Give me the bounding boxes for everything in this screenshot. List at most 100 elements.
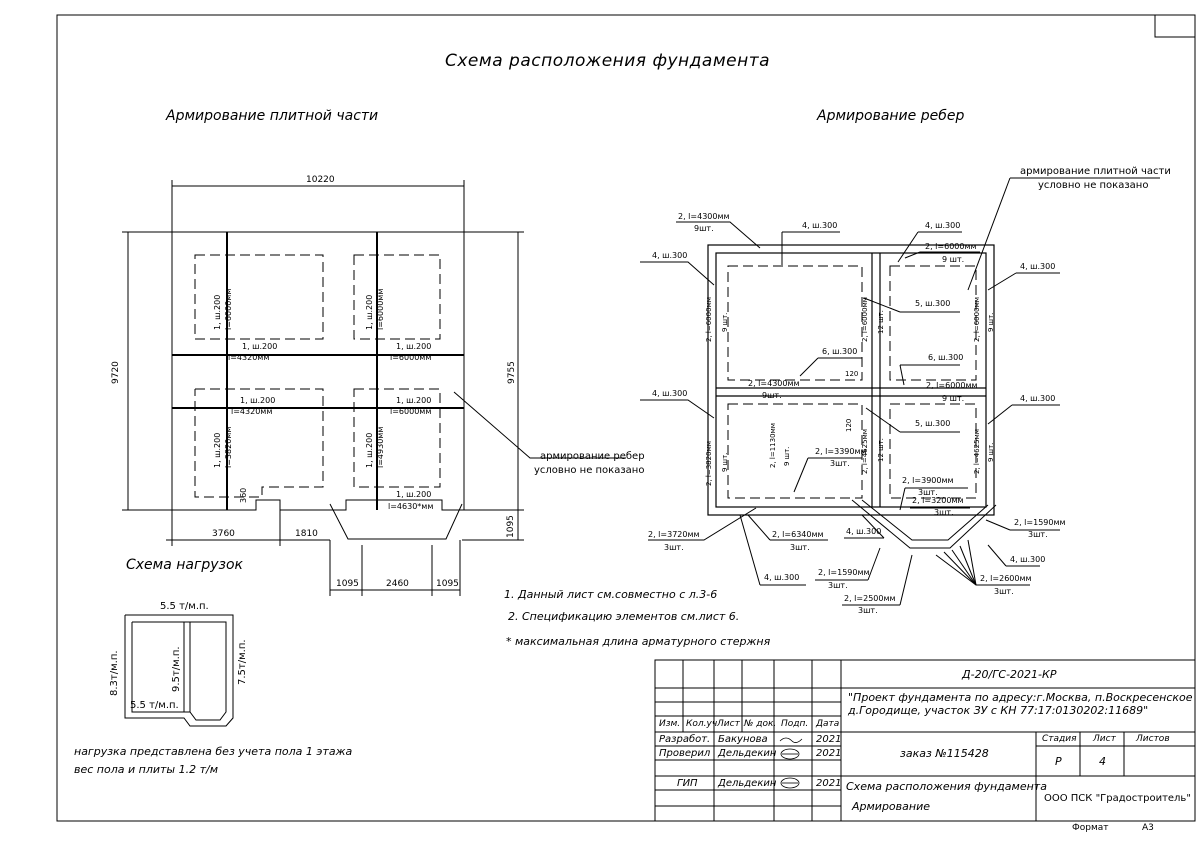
dim-360: 360 xyxy=(239,487,248,503)
rib-v3: 2, l=6000мм xyxy=(973,296,981,342)
rib-a26: 2, l=2500мм xyxy=(844,594,896,603)
label-v4a: 1, ш.200 xyxy=(365,432,374,468)
rib-a4b: 9 шт. xyxy=(942,255,965,264)
rib-a17b: 3шт. xyxy=(934,508,954,517)
load-mid: 9.5т/м.п. xyxy=(171,646,182,692)
rib-v1: 2, l=6000мм xyxy=(705,296,713,342)
stamp-r2-role: Проверил xyxy=(659,748,711,759)
rib-v3b: 9 шт. xyxy=(987,312,995,332)
label-h2b: l=6000мм xyxy=(390,353,432,362)
dim-1095-right: 1095 xyxy=(506,515,516,538)
rib-a4-top: 4, ш.300 xyxy=(925,221,961,230)
stamp-r3-role: ГИП xyxy=(677,778,698,789)
rib-a16: 2, l=3900мм xyxy=(902,476,954,485)
ribs-note2: условно не показано xyxy=(1038,180,1149,191)
rib-a18: 2, l=1590мм xyxy=(1014,518,1066,527)
rib-a11b: 9 шт. xyxy=(942,394,965,403)
stamp-r2-date: 2021 xyxy=(816,748,842,759)
rib-v4: 2, l=3820мм xyxy=(705,440,713,486)
rib-a6: 4, ш.300 xyxy=(1020,262,1056,271)
stamp-drawing2: Армирование xyxy=(852,800,930,813)
rib-v4b: 9 шт. xyxy=(721,452,729,472)
rib-d120b: 120 xyxy=(845,418,853,432)
rib-a7: 5, ш.300 xyxy=(915,299,951,308)
label-h3a: 1, ш.200 xyxy=(240,396,276,405)
rib-a9: 6, ш.300 xyxy=(928,353,964,362)
plate-note2: условно не показано xyxy=(534,465,645,476)
rib-a1b: 9шт. xyxy=(694,224,714,233)
stamp-h-kol: Кол.уч xyxy=(686,719,718,729)
load-right: 7.5т/м.п. xyxy=(237,639,248,685)
rib-a3: 4, ш.300 xyxy=(652,251,688,260)
ribs-note1: армирование плитной части xyxy=(1020,166,1171,177)
stamp-drawing1: Схема расположения фундамента xyxy=(846,780,1047,793)
dim-1810: 1810 xyxy=(295,529,318,539)
note-3: * максимальная длина арматурного стержня xyxy=(506,635,771,648)
label-v3a: 1, ш.200 xyxy=(213,432,222,468)
stamp-r1-name: Бакунова xyxy=(718,734,768,745)
label-h2a: 1, ш.200 xyxy=(396,342,432,351)
rib-a14: 5, ш.300 xyxy=(915,419,951,428)
corner-box xyxy=(1154,14,1196,38)
ribs-title: Армирование ребер xyxy=(817,108,965,124)
stamp-format-label: Формат xyxy=(1072,823,1109,833)
rib-a11: 2, l=6000мм xyxy=(926,381,978,390)
stamp-sheet: 4 xyxy=(1099,755,1106,768)
dim-1095a: 1095 xyxy=(336,579,359,589)
rib-a4: 2, l=6000мм xyxy=(925,242,977,251)
rib-a20b: 3шт. xyxy=(790,543,810,552)
rib-a16b: 3шт. xyxy=(918,488,938,497)
dim-2460: 2460 xyxy=(386,579,409,589)
rib-a19: 2, l=3720мм xyxy=(648,530,700,539)
stamp-h-stage: Стадия xyxy=(1042,734,1077,744)
rib-v6b: 12 шт. xyxy=(877,438,885,462)
stamp-code: Д-20/ГС-2021-КР xyxy=(962,668,1057,681)
rib-a13: 4, ш.300 xyxy=(1020,394,1056,403)
rib-a26b: 3шт. xyxy=(858,606,878,615)
stamp-h-data: Дата xyxy=(816,719,840,729)
rib-a25: 2, l=2600мм xyxy=(980,574,1032,583)
rib-a24b: 3шт. xyxy=(828,581,848,590)
dim-3760: 3760 xyxy=(212,529,235,539)
rib-v2b: 12 шт. xyxy=(877,310,885,334)
title-block xyxy=(654,659,1196,822)
dim-right: 9755 xyxy=(507,361,517,384)
stamp-project2: д.Городище, участок ЗУ с КН 77:17:013020… xyxy=(848,704,1149,717)
rib-v7b: 9 шт. xyxy=(987,442,995,462)
rib-a17: 2, l=3200мм xyxy=(912,496,964,505)
load-bottom: 5.5 т/м.п. xyxy=(130,700,179,711)
stamp-stage: Р xyxy=(1055,755,1062,768)
rib-a1: 2, l=4300мм xyxy=(678,212,730,221)
rib-a8: 6, ш.300 xyxy=(822,347,858,356)
rib-a25b: 3шт. xyxy=(994,587,1014,596)
stamp-project1: "Проект фундамента по адресу:г.Москва, п… xyxy=(848,691,1193,704)
rib-a15b: 3шт. xyxy=(830,459,850,468)
rib-a22: 4, ш.300 xyxy=(1010,555,1046,564)
rib-v6: 2, l=4625мм xyxy=(861,428,869,474)
rib-v7: 2, l=4625мм xyxy=(973,428,981,474)
stamp-r1-role: Разработ. xyxy=(659,734,711,745)
stamp-h-sheets: Листов xyxy=(1136,734,1170,744)
stamp-r2-name: Дельдекин xyxy=(718,748,777,759)
label-v4b: l=4930мм xyxy=(376,426,385,468)
rib-a19b: 3шт. xyxy=(664,543,684,552)
label-h4b: l=6000мм xyxy=(390,407,432,416)
plate-note1: армирование ребер xyxy=(540,451,645,462)
stamp-h-ndok: № док. xyxy=(744,719,777,729)
stamp-h-izm: Изм. xyxy=(659,719,681,729)
label-h3b: l=4320мм xyxy=(231,407,273,416)
stamp-company: ООО ПСК "Градостроитель" xyxy=(1044,793,1191,804)
loads-title: Схема нагрузок xyxy=(126,557,243,573)
rib-a12: 4, ш.300 xyxy=(652,389,688,398)
load-left: 8.3т/м.п. xyxy=(109,650,120,696)
rib-v2: 2, l=6000мм xyxy=(861,296,869,342)
stamp-r3-date: 2021 xyxy=(816,778,842,789)
ribs-plan xyxy=(640,177,1160,606)
plate-plan xyxy=(122,180,626,596)
stamp-order: заказ №115428 xyxy=(900,747,989,760)
label-v1a: 1, ш.200 xyxy=(213,294,222,330)
stamp-format: А3 xyxy=(1142,823,1154,833)
rib-a20: 2, l=6340мм xyxy=(772,530,824,539)
